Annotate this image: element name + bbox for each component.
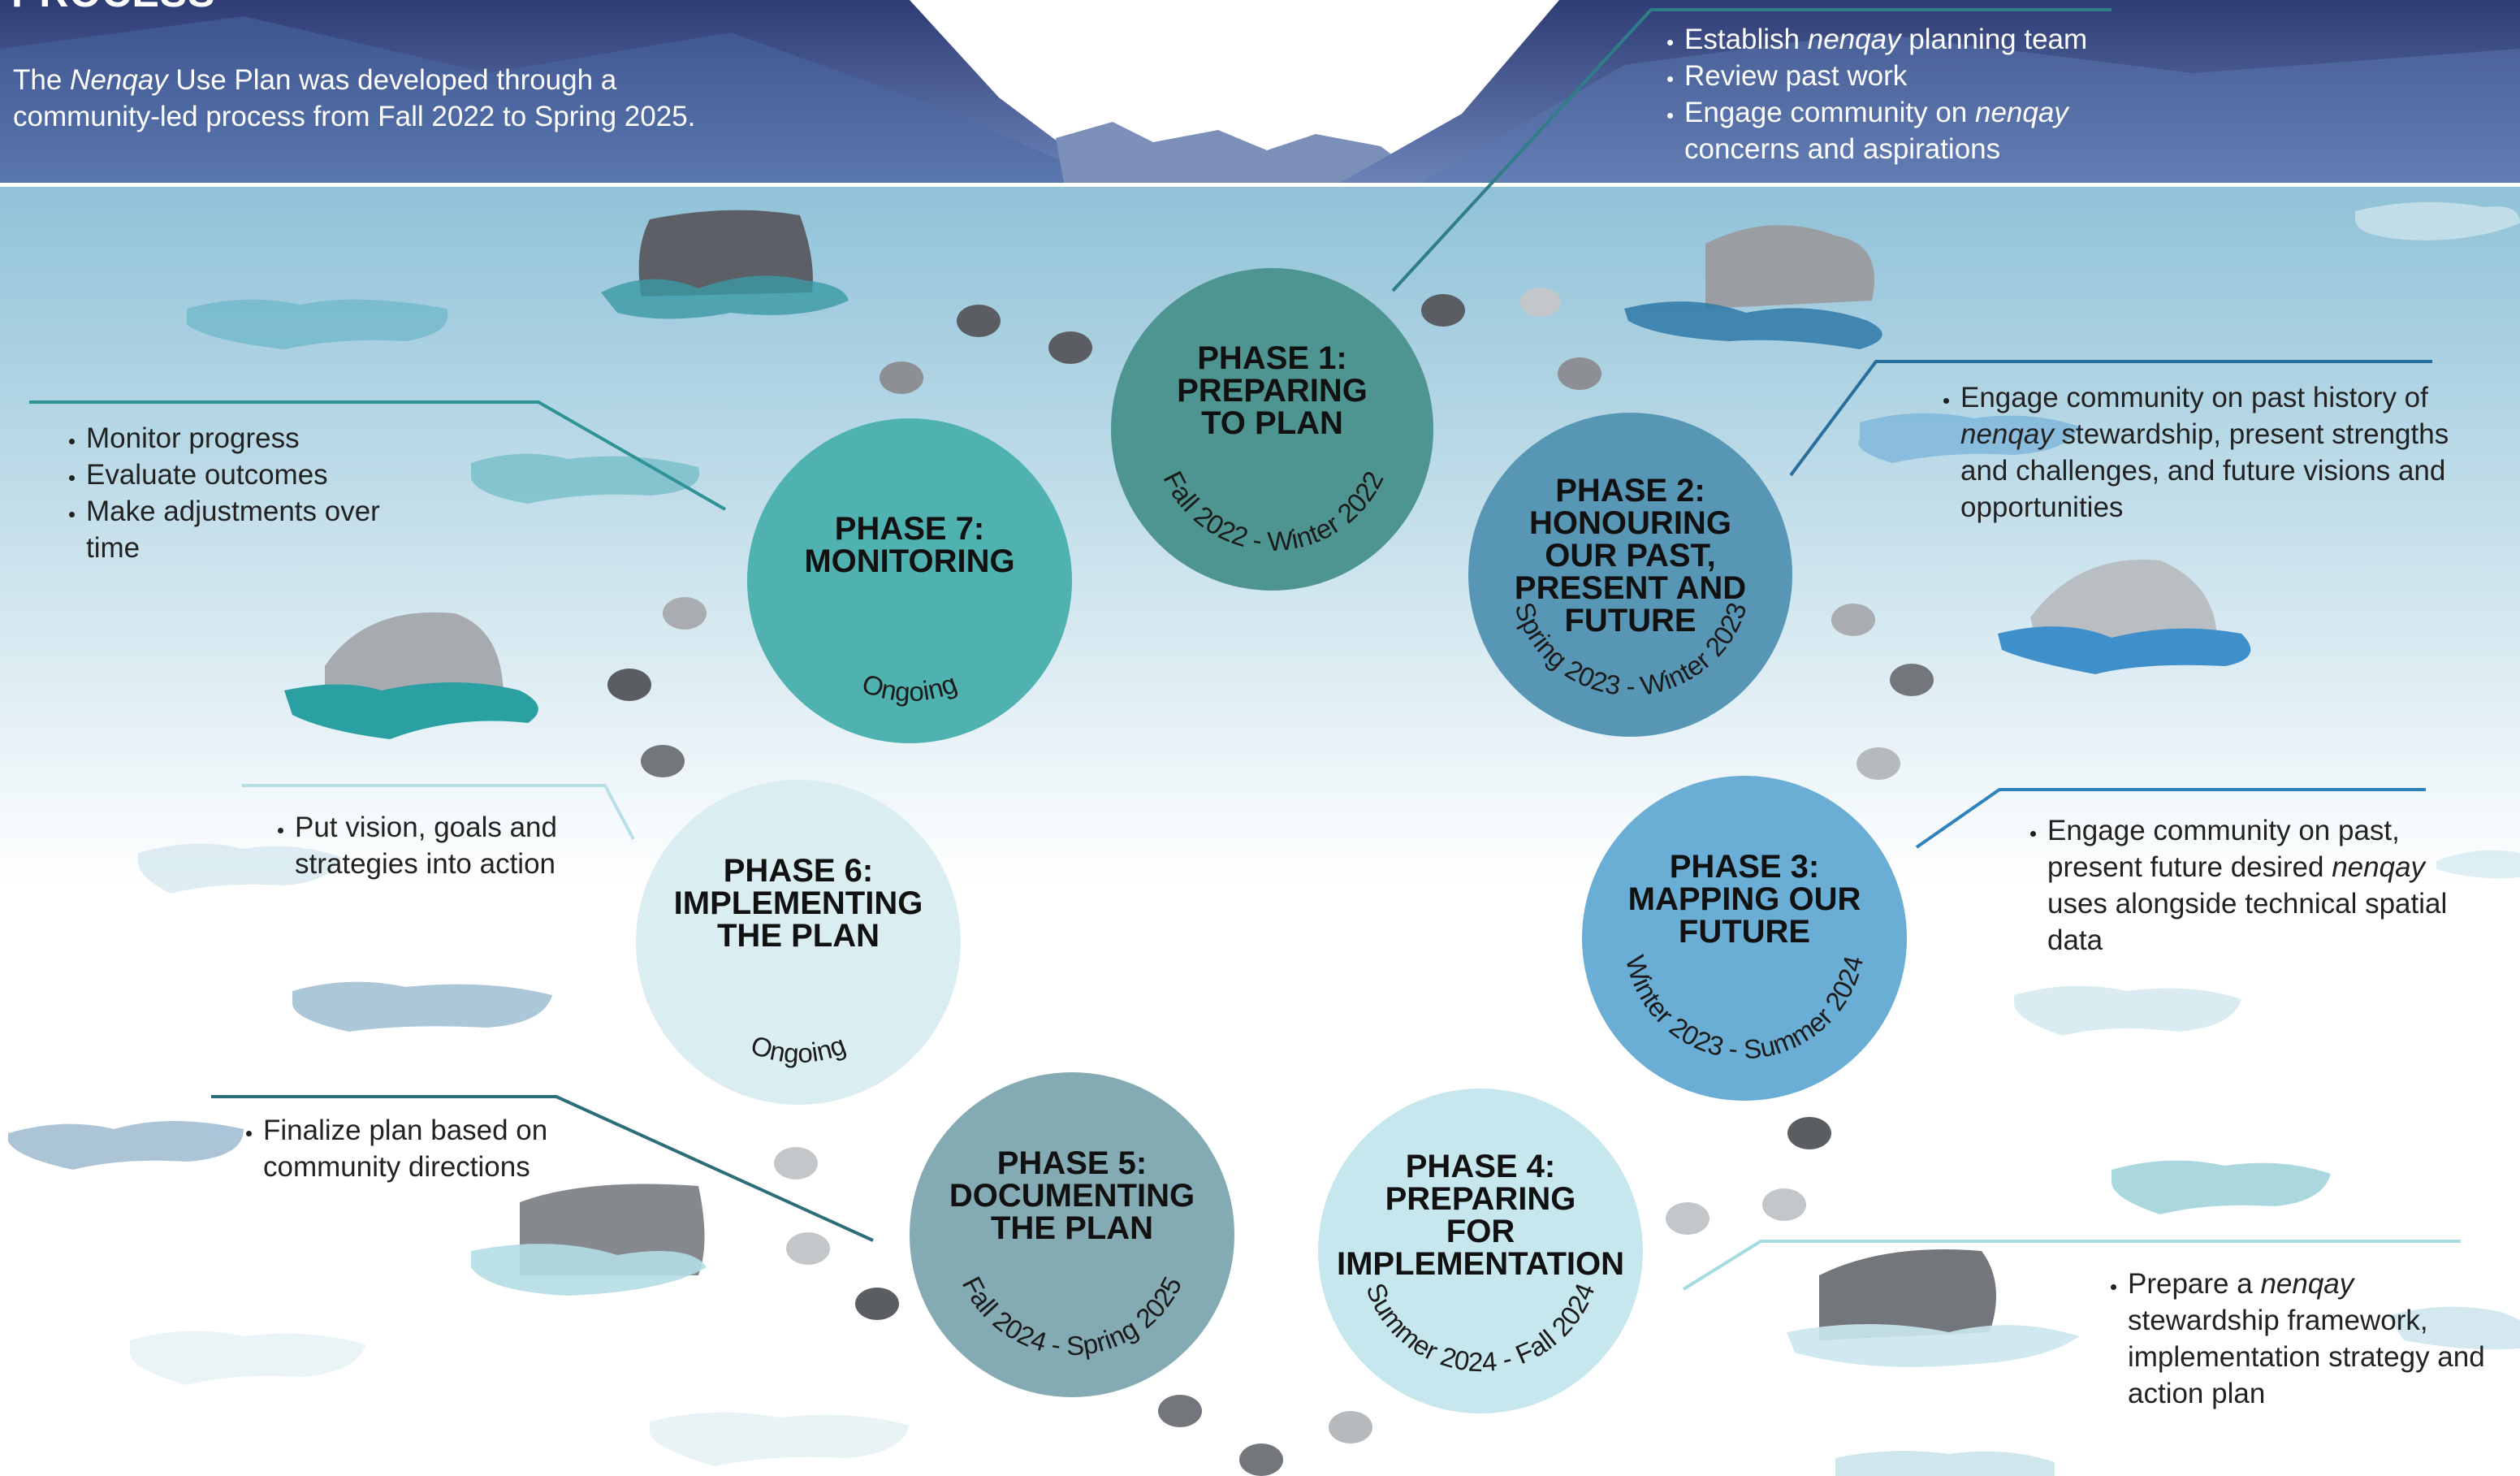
page-title: PROCESS xyxy=(11,0,216,16)
phase-6-notes: Put vision, goals and strategies into ac… xyxy=(257,809,652,882)
phase-title-line: IMPLEMENTATION xyxy=(1336,1246,1625,1282)
phase-dates-arc: Summer 2024 - Fall 2024 xyxy=(1360,1279,1600,1377)
phase-title-line: DOCUMENTING xyxy=(949,1178,1195,1214)
phase-2-notes: Engage community on past history of nenq… xyxy=(1923,379,2480,526)
phase-title-line: PREPARING xyxy=(1385,1181,1576,1217)
note-item: Monitor progress xyxy=(86,420,427,457)
distant-mountains xyxy=(1056,122,1429,183)
phase-dates: Ongoing xyxy=(858,668,961,707)
phase-7-notes: Monitor progressEvaluate outcomesMake ad… xyxy=(49,420,427,566)
note-item: Engage community on past, present future… xyxy=(2047,812,2478,959)
note-item: Review past work xyxy=(1684,58,2188,94)
rock-shapes xyxy=(284,210,2251,1367)
phase-7-circle: PHASE 7:MONITORING Ongoing xyxy=(747,418,1072,743)
phase-title-line: IMPLEMENTING xyxy=(673,885,923,921)
phase-dates-arc: Spring 2023 - Winter 2023 xyxy=(1508,599,1753,702)
note-item: Put vision, goals and strategies into ac… xyxy=(295,809,652,882)
phase-title-line: PRESENT AND xyxy=(1514,569,1747,606)
phase-title-line: FUTURE xyxy=(1564,602,1697,638)
connector-lines xyxy=(29,8,2461,1291)
phase-title-line: PHASE 4: xyxy=(1405,1149,1556,1184)
phase-title-line: PHASE 5: xyxy=(996,1145,1148,1181)
phase-title-line: MAPPING OUR xyxy=(1627,881,1861,917)
note-item: Evaluate outcomes xyxy=(86,457,427,493)
phase-title-line: PHASE 6: xyxy=(723,853,874,889)
phase-title-line: PHASE 2: xyxy=(1555,472,1705,509)
phase-dates: Summer 2024 - Fall 2024 xyxy=(1360,1279,1600,1377)
intro-line-2: community-led process from Fall 2022 to … xyxy=(13,101,696,132)
phase-1-notes: Establish nenqay planning teamReview pas… xyxy=(1647,21,2188,167)
phase-title-line: THE PLAN xyxy=(717,918,880,954)
phase-title: PHASE 7:MONITORING xyxy=(747,513,1072,578)
phase-dates: Fall 2024 - Spring 2025 xyxy=(957,1271,1187,1361)
note-item: Prepare a nenqay stewardship framework, … xyxy=(2128,1266,2509,1412)
stepping-stones xyxy=(607,288,1934,1476)
phase-dates-arc: Fall 2024 - Spring 2025 xyxy=(957,1271,1187,1361)
phase-3-notes: Engage community on past, present future… xyxy=(2010,812,2478,959)
phase-dates-arc: Ongoing xyxy=(747,1029,849,1068)
phase-5-notes: Finalize plan based on community directi… xyxy=(226,1112,637,1185)
note-item: Make adjustments over time xyxy=(86,493,427,566)
phase-dates-arc: Ongoing xyxy=(858,668,961,707)
note-item: Engage community on nenqay concerns and … xyxy=(1684,94,2188,167)
note-item: Finalize plan based on community directi… xyxy=(263,1112,637,1185)
phase-title-line: PREPARING xyxy=(1177,373,1368,409)
phase-dates-arc: Winter 2023 - Summer 2024 xyxy=(1620,952,1869,1064)
note-item: Establish nenqay planning team xyxy=(1684,21,2188,58)
phase-dates: Fall 2022 - Winter 2022 xyxy=(1157,467,1390,558)
phase-dates: Ongoing xyxy=(747,1029,849,1068)
note-item: Engage community on past history of nenq… xyxy=(1960,379,2480,526)
phase-title-line: HONOURING xyxy=(1529,504,1731,541)
phase-title-line: FUTURE xyxy=(1678,914,1811,950)
phase-title-line: PHASE 3: xyxy=(1669,849,1820,885)
phase-4-notes: Prepare a nenqay stewardship framework, … xyxy=(2090,1266,2509,1412)
phase-dates: Spring 2023 - Winter 2023 xyxy=(1508,599,1753,702)
intro-text: The Nenqay Use Plan was developed throug… xyxy=(13,62,744,135)
phase-dates-arc: Fall 2022 - Winter 2022 xyxy=(1157,467,1390,558)
phase-title-line: OUR PAST, xyxy=(1545,537,1716,574)
intro-line-1: The Nenqay Use Plan was developed throug… xyxy=(13,64,617,96)
water-ripples xyxy=(8,201,2520,1476)
phase-title-line: MONITORING xyxy=(804,543,1015,579)
phase-title-line: PHASE 1: xyxy=(1197,340,1347,377)
phase-title-line: PHASE 7: xyxy=(834,511,985,547)
phase-title-line: THE PLAN xyxy=(991,1210,1153,1246)
phase-title-line: FOR xyxy=(1446,1214,1515,1249)
phase-dates: Winter 2023 - Summer 2024 xyxy=(1620,952,1869,1064)
phase-title-line: TO PLAN xyxy=(1201,405,1343,442)
